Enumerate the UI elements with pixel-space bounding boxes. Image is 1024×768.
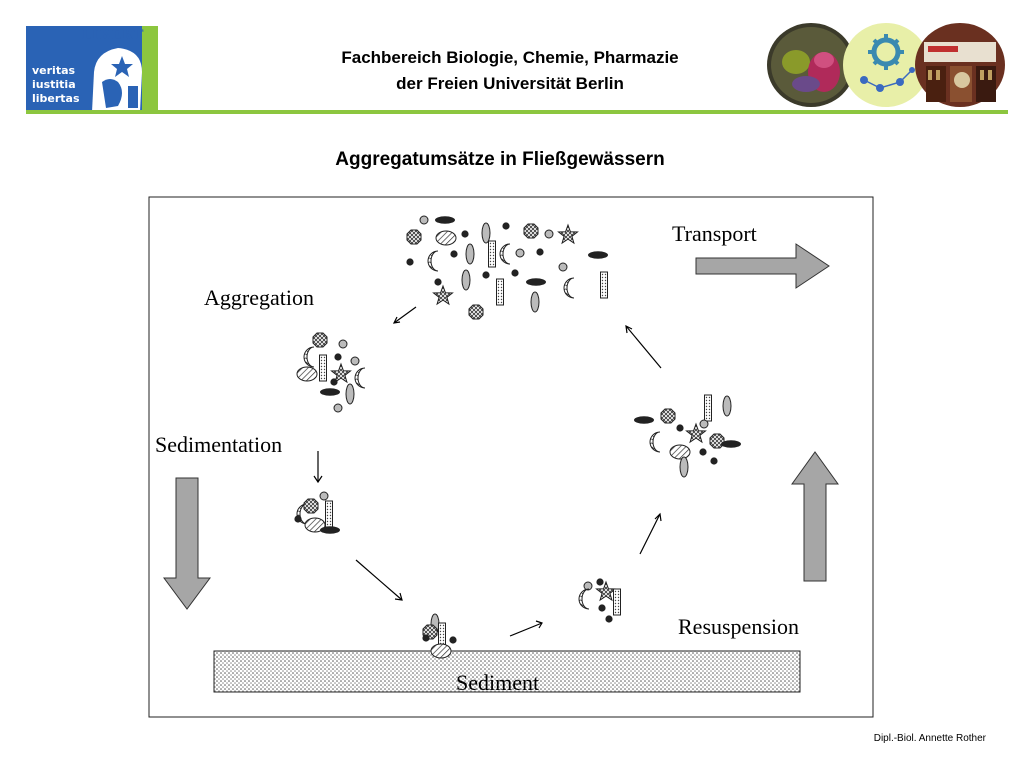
transport-label: Transport (672, 221, 757, 246)
university-seal-icon (92, 48, 142, 112)
aggregate-cycle-diagram: Transport Aggregation Sedimentation Resu… (148, 196, 874, 718)
header-faculty: Fachbereich Biologie, Chemie, Pharmazie (341, 48, 679, 67)
sedimentation-label: Sedimentation (155, 432, 282, 457)
aggregation-label: Aggregation (204, 285, 314, 310)
sedimentation-arrow (163, 477, 211, 610)
sediment-bar (213, 650, 801, 693)
flow-arrows (313, 306, 662, 637)
transport-arrow (695, 243, 830, 289)
header-university: der Freien Universität Berlin (396, 74, 624, 93)
motto-line: veritas (32, 64, 76, 77)
beetle-photo (767, 23, 855, 107)
sediment-label: Sediment (456, 670, 539, 695)
shop-photo (915, 23, 1005, 107)
motto-line: iustitia (32, 78, 76, 91)
resuspension-label: Resuspension (678, 614, 799, 639)
resuspension-arrow (791, 451, 839, 582)
slide-title: Aggregatumsätze in Fließgewässern (335, 149, 665, 170)
logo-motto: veritas iustitia libertas (32, 64, 80, 106)
university-logo: LIBERT veritas iustitia libertas (26, 26, 158, 112)
logo-green-stripe (142, 26, 158, 112)
logo-word: LIBERT (82, 28, 145, 43)
author-credit: Dipl.-Biol. Annette Rother (873, 733, 986, 744)
molecule-graphic-icon (843, 23, 929, 107)
motto-line: libertas (32, 92, 80, 105)
header-divider (26, 110, 1008, 114)
